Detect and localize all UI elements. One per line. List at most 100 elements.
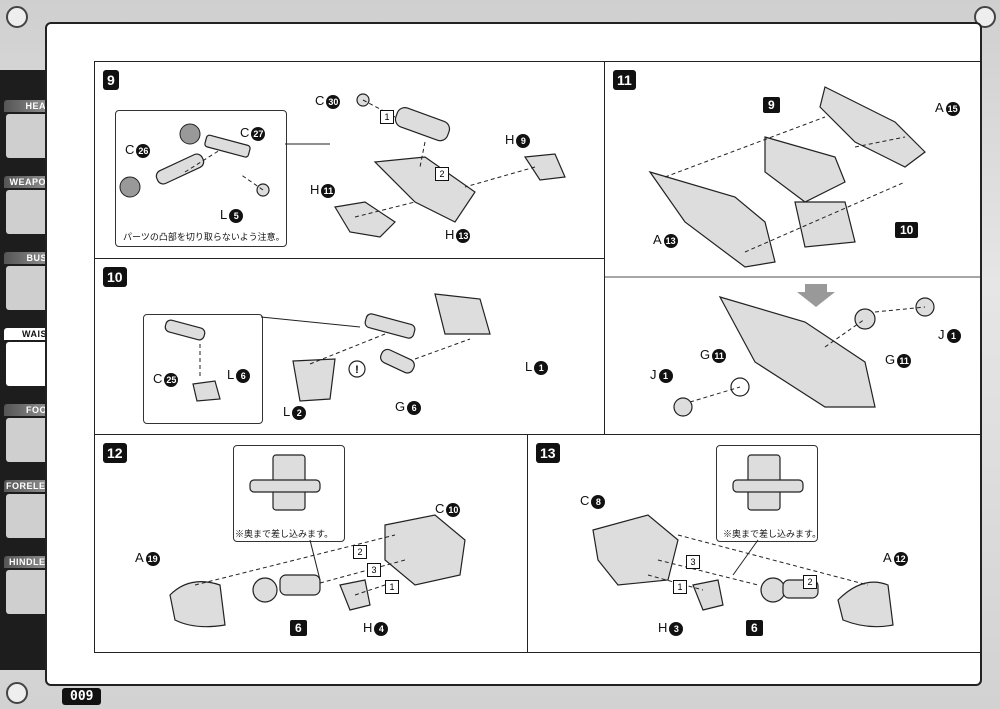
part-number-badge: 11: [712, 348, 727, 363]
step-number: 12: [103, 443, 127, 463]
part-letter: H: [658, 620, 668, 635]
sidebar-item-label: WEAPON: [4, 176, 56, 188]
sub-assembly-ref: 6: [746, 620, 763, 636]
part-number-badge: 26: [136, 143, 151, 158]
svg-text:!: !: [355, 364, 359, 376]
part-letter: C: [580, 493, 590, 508]
order-marker: 1: [673, 580, 687, 594]
part-letter: H: [310, 182, 320, 197]
order-marker: 1: [385, 580, 399, 594]
part-letter: H: [445, 227, 455, 242]
part-number-badge: 6: [407, 400, 422, 415]
caution-note: パーツの凸部を切り取らないよう注意。: [123, 232, 285, 242]
sidebar-item-label: FORELEG: [4, 480, 56, 492]
part-letter: J: [650, 367, 657, 382]
part-number-badge: 6: [236, 368, 251, 383]
order-marker: 2: [435, 167, 449, 181]
part-letter: C: [125, 142, 135, 157]
part-letter: A: [653, 232, 662, 247]
corner-emblem-icon: [6, 682, 28, 704]
sub-assembly-ref: 9: [763, 97, 780, 113]
part-number-badge: 13: [663, 233, 678, 248]
order-marker: 3: [686, 555, 700, 569]
part-number-badge: 5: [229, 208, 244, 223]
part-letter: A: [935, 100, 944, 115]
part-number-badge: 30: [326, 94, 341, 109]
page-number: 009: [62, 688, 102, 705]
insertion-note: ※奥まで差し込みます。: [235, 529, 334, 539]
step-number: 11: [613, 70, 636, 90]
part-number-badge: 10: [446, 502, 461, 517]
part-number-badge: 9: [516, 133, 531, 148]
part-number-badge: 1: [534, 360, 549, 375]
part-letter: L: [220, 207, 228, 222]
step-number: 10: [103, 267, 127, 287]
part-letter: L: [227, 367, 235, 382]
part-letter: H: [363, 620, 373, 635]
step-11-illustration: [605, 86, 980, 417]
step-number: 13: [536, 443, 560, 463]
part-number-badge: 8: [591, 494, 606, 509]
part-letter: C: [315, 93, 325, 108]
part-number-badge: 13: [456, 228, 471, 243]
part-number-badge: 25: [164, 372, 179, 387]
part-letter: G: [700, 347, 711, 362]
part-number-badge: 12: [893, 551, 908, 566]
part-letter: L: [283, 404, 291, 419]
part-letter: J: [938, 327, 945, 342]
part-number-badge: 19: [145, 551, 160, 566]
insertion-note: ※奥まで差し込みます。: [723, 529, 822, 539]
sidebar-item-label: WAIST: [4, 328, 56, 340]
sidebar-item-label: BUST: [4, 252, 56, 264]
sidebar-item-label: HEAD: [4, 100, 56, 112]
part-letter: C: [435, 501, 445, 516]
step-12-illustration: [169, 454, 466, 628]
order-marker: 3: [367, 563, 381, 577]
part-number-badge: 1: [658, 368, 673, 383]
order-marker: 2: [353, 545, 367, 559]
step-11-panel: 11 9: [604, 61, 981, 436]
part-letter: A: [883, 550, 892, 565]
sub-assembly-ref: 10: [895, 222, 919, 238]
part-letter: C: [240, 125, 250, 140]
sidebar-item-label: FOOT: [4, 404, 56, 416]
sidebar-item-label: HINDLEG: [4, 556, 56, 568]
order-marker: 2: [803, 575, 817, 589]
part-number-badge: 3: [669, 621, 684, 636]
part-number-badge: 11: [321, 183, 336, 198]
part-number-badge: 27: [251, 126, 266, 141]
part-number-badge: 1: [946, 328, 961, 343]
corner-emblem-icon: [6, 6, 28, 28]
part-letter: A: [135, 550, 144, 565]
part-number-badge: 2: [292, 405, 307, 420]
part-number-badge: 15: [945, 101, 960, 116]
order-marker: 1: [380, 110, 394, 124]
part-number-badge: 4: [374, 621, 389, 636]
part-letter: H: [505, 132, 515, 147]
